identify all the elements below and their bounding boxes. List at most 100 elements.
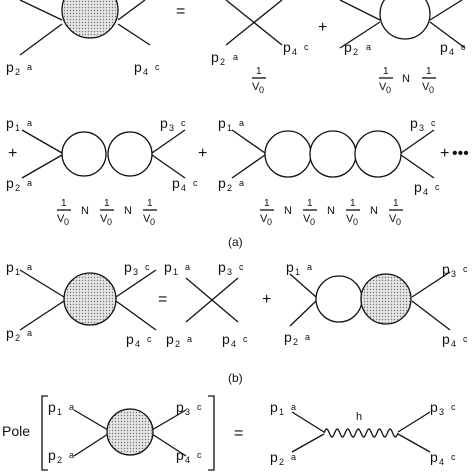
loop-bubble — [61, 131, 107, 177]
svg-text:p: p — [176, 399, 184, 415]
factor-1-over-v0: 1 V 0 — [252, 66, 266, 95]
svg-text:1: 1 — [350, 198, 356, 209]
left-bracket — [41, 395, 48, 471]
svg-text:4: 4 — [231, 339, 236, 349]
svg-text:a: a — [366, 42, 371, 52]
pole-word: Pole — [2, 423, 30, 439]
svg-text:p: p — [218, 115, 226, 131]
svg-text:p: p — [222, 331, 230, 347]
row-2: + p 1 a p 2 a p 3 c p 4 c 1 V 0 — [6, 115, 469, 227]
svg-text:a: a — [27, 328, 32, 338]
svg-text:1: 1 — [147, 198, 153, 209]
plus-sign: + — [8, 145, 17, 162]
svg-text:1: 1 — [15, 267, 20, 277]
svg-text:c: c — [145, 262, 150, 272]
svg-text:4: 4 — [439, 457, 444, 467]
plus-sign: + — [440, 145, 449, 162]
label-p4-idx: 4 — [143, 67, 148, 77]
svg-text:a: a — [291, 402, 296, 412]
svg-text:2: 2 — [220, 57, 225, 67]
svg-text:1: 1 — [227, 123, 232, 133]
plus-sign: + — [262, 291, 271, 308]
svg-text:2: 2 — [15, 333, 20, 343]
right-bracket — [208, 395, 215, 471]
svg-text:p: p — [442, 331, 450, 347]
svg-text:4: 4 — [449, 47, 454, 57]
svg-text:c: c — [451, 452, 456, 462]
svg-text:4: 4 — [292, 47, 297, 57]
svg-text:p: p — [166, 331, 174, 347]
caption-a: (a) — [228, 235, 243, 249]
svg-text:0: 0 — [259, 85, 264, 95]
svg-text:N: N — [284, 205, 292, 217]
label-p2-col: a — [27, 62, 32, 72]
svg-text:p: p — [440, 39, 448, 55]
svg-text:4: 4 — [451, 339, 456, 349]
svg-text:V: V — [260, 213, 268, 225]
svg-text:a: a — [239, 118, 244, 128]
label-p4: p — [134, 59, 142, 75]
svg-text:p: p — [6, 259, 14, 275]
svg-text:p: p — [164, 259, 172, 275]
svg-text:3: 3 — [451, 269, 456, 279]
svg-text:3: 3 — [419, 123, 424, 133]
caption-b: (b) — [228, 371, 243, 385]
svg-text:V: V — [422, 81, 430, 93]
loop-bubble — [315, 275, 363, 323]
propagator-label: h — [356, 411, 362, 423]
svg-text:3: 3 — [227, 267, 232, 277]
svg-text:V: V — [100, 213, 108, 225]
svg-text:4: 4 — [135, 339, 140, 349]
svg-text:V: V — [379, 81, 387, 93]
svg-text:1: 1 — [256, 66, 262, 77]
svg-text:a: a — [305, 332, 310, 342]
svg-text:0: 0 — [396, 217, 401, 227]
plus-sign: + — [198, 145, 207, 162]
propagator-exchange: h p 1 a p 2 a p 3 c p 4 c — [270, 399, 456, 467]
svg-text:3: 3 — [185, 407, 190, 417]
svg-text:p: p — [284, 329, 292, 345]
svg-text:p: p — [172, 175, 180, 191]
svg-text:p: p — [160, 115, 168, 131]
svg-text:a: a — [27, 118, 32, 128]
svg-text:2: 2 — [293, 337, 298, 347]
svg-text:a: a — [27, 262, 32, 272]
svg-text:0: 0 — [429, 85, 434, 95]
svg-text:N: N — [327, 205, 335, 217]
svg-text:2: 2 — [353, 47, 358, 57]
blob-vertex — [360, 273, 412, 325]
svg-text:V: V — [303, 213, 311, 225]
svg-text:V: V — [57, 213, 65, 225]
full-vertex-r1: p 2 a p 4 c — [6, 0, 160, 77]
svg-text:N: N — [402, 73, 410, 85]
svg-text:p: p — [286, 259, 294, 275]
svg-text:p: p — [6, 175, 14, 191]
svg-text:c: c — [304, 42, 309, 52]
one-loop-r1: p 2 a p 4 c 1 V 0 N 1 V 0 — [339, 0, 466, 95]
svg-text:a: a — [69, 402, 74, 412]
svg-text:a: a — [239, 178, 244, 188]
blob-vertex — [63, 272, 117, 326]
loop-bubble — [354, 130, 402, 178]
loop-bubble — [264, 130, 312, 178]
svg-text:1: 1 — [383, 66, 389, 77]
svg-text:1: 1 — [61, 198, 67, 209]
factor-chain-two-loop: 1 V 0 N 1 V 0 N 1 V 0 — [57, 198, 157, 227]
svg-text:0: 0 — [107, 217, 112, 227]
svg-text:p: p — [430, 399, 438, 415]
svg-text:c: c — [181, 118, 186, 128]
svg-text:4: 4 — [423, 187, 428, 197]
svg-text:p: p — [283, 39, 291, 55]
svg-text:a: a — [233, 52, 238, 62]
svg-text:p: p — [430, 449, 438, 465]
svg-text:c: c — [239, 262, 244, 272]
svg-text:0: 0 — [150, 217, 155, 227]
svg-text:1: 1 — [264, 198, 270, 209]
svg-text:p: p — [344, 39, 352, 55]
plus-sign: + — [318, 19, 327, 36]
svg-text:c: c — [431, 118, 436, 128]
svg-text:4: 4 — [185, 455, 190, 465]
svg-text:V: V — [252, 81, 260, 93]
svg-text:2: 2 — [279, 457, 284, 467]
